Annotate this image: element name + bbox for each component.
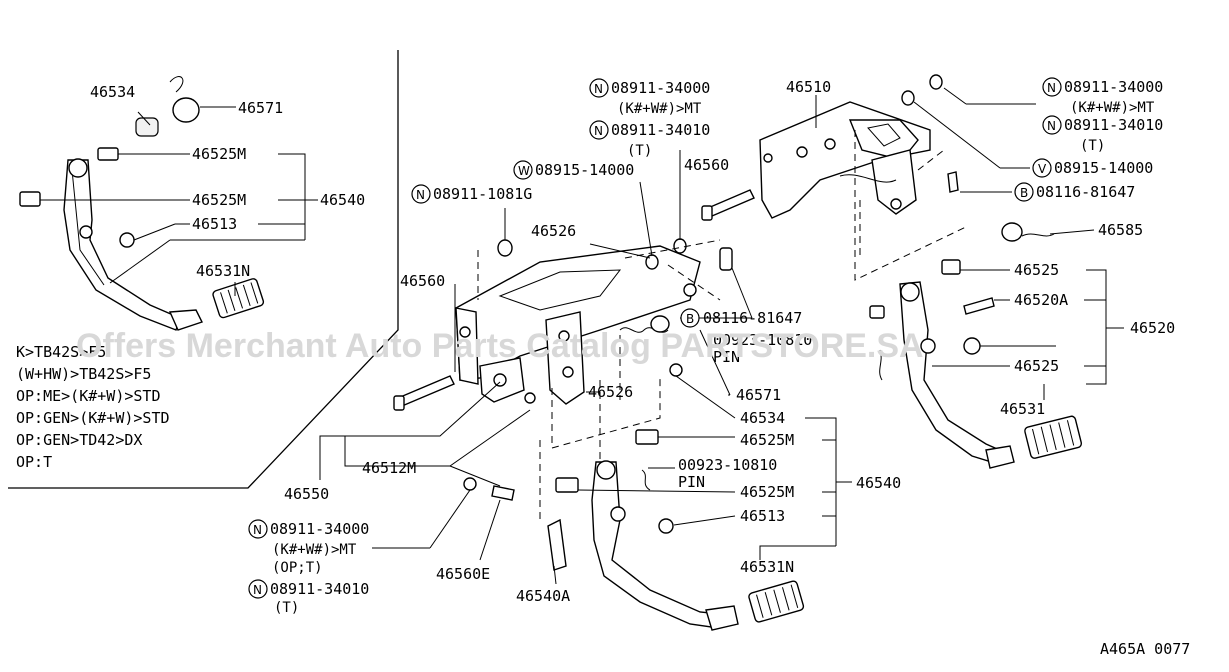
variant-note-5: OP:GEN>TD42>DX	[16, 431, 142, 449]
label-08915-14000-v: 08915-14000	[1054, 159, 1153, 177]
label-08116-81647-right: 08116-81647	[1036, 183, 1135, 201]
center-n-symbol-34000: N	[589, 78, 609, 98]
label-46510: 46510	[786, 78, 831, 96]
label-08911-34010-bottom: 08911-34010	[270, 580, 369, 598]
left-label-46571: 46571	[238, 99, 283, 117]
label-46512M: 46512M	[362, 459, 416, 477]
center-lower-pedal	[463, 429, 805, 631]
diagram-code: A465A 0077	[1100, 640, 1190, 658]
label-46526-mid: 46526	[588, 383, 633, 401]
left-leaders	[40, 106, 318, 296]
note-kw-mt-right: (K#+W#)>MT	[1070, 100, 1155, 116]
center-b-symbol: B	[680, 308, 700, 328]
label-08911-34000-right: 08911-34000	[1064, 78, 1163, 96]
label-08911-34000-center: 08911-34000	[611, 79, 710, 97]
left-label-46540: 46540	[320, 191, 365, 209]
label-46571-center: 46571	[736, 386, 781, 404]
label-46540A: 46540A	[516, 587, 570, 605]
label-46560: 46560	[400, 272, 445, 290]
center-leaders	[319, 87, 1124, 585]
note-t-center: (T)	[627, 143, 652, 159]
left-label-46525M-b: 46525M	[192, 191, 246, 209]
svg-text:N: N	[253, 523, 262, 537]
note-kw-mt-center: (K#+W#)>MT	[617, 101, 702, 117]
label-46531: 46531	[1000, 400, 1045, 418]
label-08116-81647-center: 08116-81647	[703, 309, 802, 327]
left-label-46525M-a: 46525M	[192, 145, 246, 163]
label-pin-center: PIN	[713, 348, 740, 366]
right-n-symbol-34010: N	[1042, 115, 1062, 135]
left-label-46513: 46513	[192, 215, 237, 233]
right-b-symbol: B	[1014, 182, 1034, 202]
label-46534-center: 46534	[740, 409, 785, 427]
label-pin2: PIN	[678, 473, 705, 491]
label-08911-34000-bottom: 08911-34000	[270, 520, 369, 538]
variant-note-2: (W+HW)>TB42S>F5	[16, 365, 151, 383]
label-08915-14000-w: 08915-14000	[535, 161, 634, 179]
upper-dashed-guides	[854, 130, 969, 281]
label-08911-1081G: 08911-1081G	[433, 185, 532, 203]
svg-text:N: N	[416, 188, 425, 202]
svg-text:N: N	[594, 82, 603, 96]
right-v-symbol: V	[1032, 158, 1052, 178]
bottom-n-symbol-34010: N	[248, 579, 268, 599]
svg-text:B: B	[686, 312, 694, 326]
center-w-symbol: W	[513, 160, 533, 180]
right-pedal-assembly	[869, 222, 1083, 469]
label-46531N-center: 46531N	[740, 558, 794, 576]
svg-text:N: N	[1047, 81, 1056, 95]
left-label-46531N: 46531N	[196, 262, 250, 280]
left-label-46534: 46534	[90, 83, 135, 101]
note-kw-mt-bottom: (K#+W#)>MT	[272, 542, 357, 558]
label-46520A: 46520A	[1014, 291, 1068, 309]
label-46520: 46520	[1130, 319, 1175, 337]
label-46525M-center-b: 46525M	[740, 483, 794, 501]
label-pin2-number: 00923-10810	[678, 456, 777, 474]
variant-note-3: OP:ME>(K#+W)>STD	[16, 387, 161, 405]
center-n-symbol-1081g: N	[411, 184, 431, 204]
svg-text:N: N	[1047, 119, 1056, 133]
variant-note-6: OP:T	[16, 453, 52, 471]
label-46550: 46550	[284, 485, 329, 503]
label-08911-34010-right: 08911-34010	[1064, 116, 1163, 134]
note-op-t-bottom: (OP;T)	[272, 560, 323, 576]
label-46585: 46585	[1098, 221, 1143, 239]
label-46540-center: 46540	[856, 474, 901, 492]
bottom-n-symbol-34000: N	[248, 519, 268, 539]
svg-text:W: W	[518, 164, 530, 178]
label-46525M-center-a: 46525M	[740, 431, 794, 449]
center-bracket	[393, 238, 733, 411]
center-n-symbol-34010: N	[589, 120, 609, 140]
label-46525-right-a: 46525	[1014, 261, 1059, 279]
svg-text:N: N	[253, 583, 262, 597]
svg-text:V: V	[1038, 162, 1047, 176]
note-t-right: (T)	[1080, 138, 1105, 154]
watermark: Offers Merchant Auto Parts Catalog PARTS…	[76, 327, 924, 365]
label-46513-center: 46513	[740, 507, 785, 525]
variant-note-1: K>TB42S>F5	[16, 343, 106, 361]
inset-divider	[8, 50, 399, 489]
label-08911-34010-center: 08911-34010	[611, 121, 710, 139]
note-t-bottom: (T)	[274, 600, 299, 616]
label-46525-right-b: 46525	[1014, 357, 1059, 375]
variant-notes: K>TB42S>F5 (W+HW)>TB42S>F5 OP:ME>(K#+W)>…	[16, 343, 170, 471]
upper-bracket	[701, 74, 959, 221]
svg-text:N: N	[594, 124, 603, 138]
left-pedal-assembly	[19, 76, 265, 331]
variant-note-4: OP:GEN>(K#+W)>STD	[16, 409, 170, 427]
label-46526-top: 46526	[531, 222, 576, 240]
label-46560-b: 46560	[684, 156, 729, 174]
svg-text:B: B	[1020, 186, 1028, 200]
label-46560E: 46560E	[436, 565, 490, 583]
label-pin-number-center: 00923-10810	[713, 331, 812, 349]
right-n-symbol-34000: N	[1042, 77, 1062, 97]
